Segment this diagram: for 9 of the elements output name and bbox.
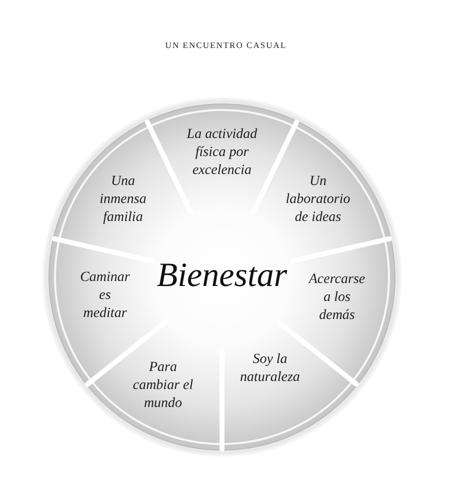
page-heading: UN ENCUENTRO CASUAL [165,39,287,51]
segment-label: Soy la naturaleza [228,351,312,387]
segment-label: Para cambiar el mundo [127,359,199,413]
segment-label: Caminar es meditar [76,269,134,323]
segment-label: La actividad física por excelencia [174,126,270,180]
center-label: Bienestar [147,256,297,296]
segment-label: Una inmensa familia [92,173,154,227]
segment-label: Acercarse a los demás [306,271,368,325]
segment-label: Un laboratorio de ideas [279,173,357,227]
